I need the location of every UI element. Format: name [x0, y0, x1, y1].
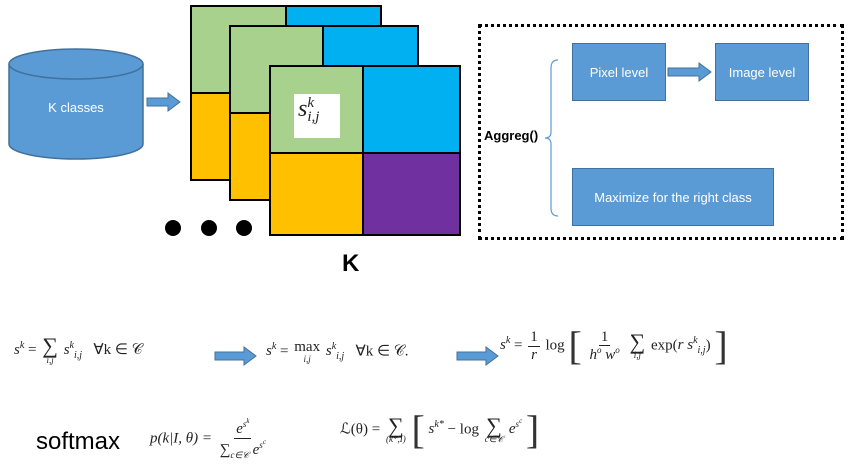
k-classes-cylinder [8, 48, 144, 160]
grid-caption-k: K [342, 250, 360, 277]
aggregation-label: Aggreg() [484, 128, 539, 143]
image-level-label: Image level [728, 64, 796, 80]
pixel-level-box: Pixel level [572, 43, 666, 101]
arrow-right-icon [214, 346, 257, 366]
pixel-level-label: Pixel level [589, 64, 649, 80]
formula-sum-aggregation: sk = ∑i,j ski,j ∀k ∈ 𝒞 [14, 333, 143, 365]
k-score-grid-stack [190, 5, 461, 236]
cell-label-background [294, 94, 340, 138]
arrow-right-icon [456, 346, 499, 366]
k-classes-label: K classes [48, 100, 104, 115]
ellipsis-dot-2 [201, 220, 217, 236]
ellipsis-dot-1 [165, 220, 181, 236]
maximize-box: Maximize for the right class [572, 168, 774, 226]
aggregation-brace [544, 59, 559, 217]
maximize-label: Maximize for the right class [594, 189, 752, 205]
grid-layer-front [269, 65, 461, 236]
arrow-right-icon [146, 92, 181, 112]
formula-loss: ℒ(θ) = ∑(k*,I) [ sk* − log ∑c∈𝒞 esc ] [340, 407, 540, 452]
ellipsis-dot-3 [236, 220, 252, 236]
arrow-right-icon [667, 62, 712, 82]
image-level-box: Image level [715, 43, 809, 101]
softmax-label: softmax [36, 428, 121, 455]
aggregation-frame [478, 24, 844, 240]
formula-softmax-probability: p(k|I, θ) = esk ∑c∈𝒞 esc [150, 417, 266, 460]
